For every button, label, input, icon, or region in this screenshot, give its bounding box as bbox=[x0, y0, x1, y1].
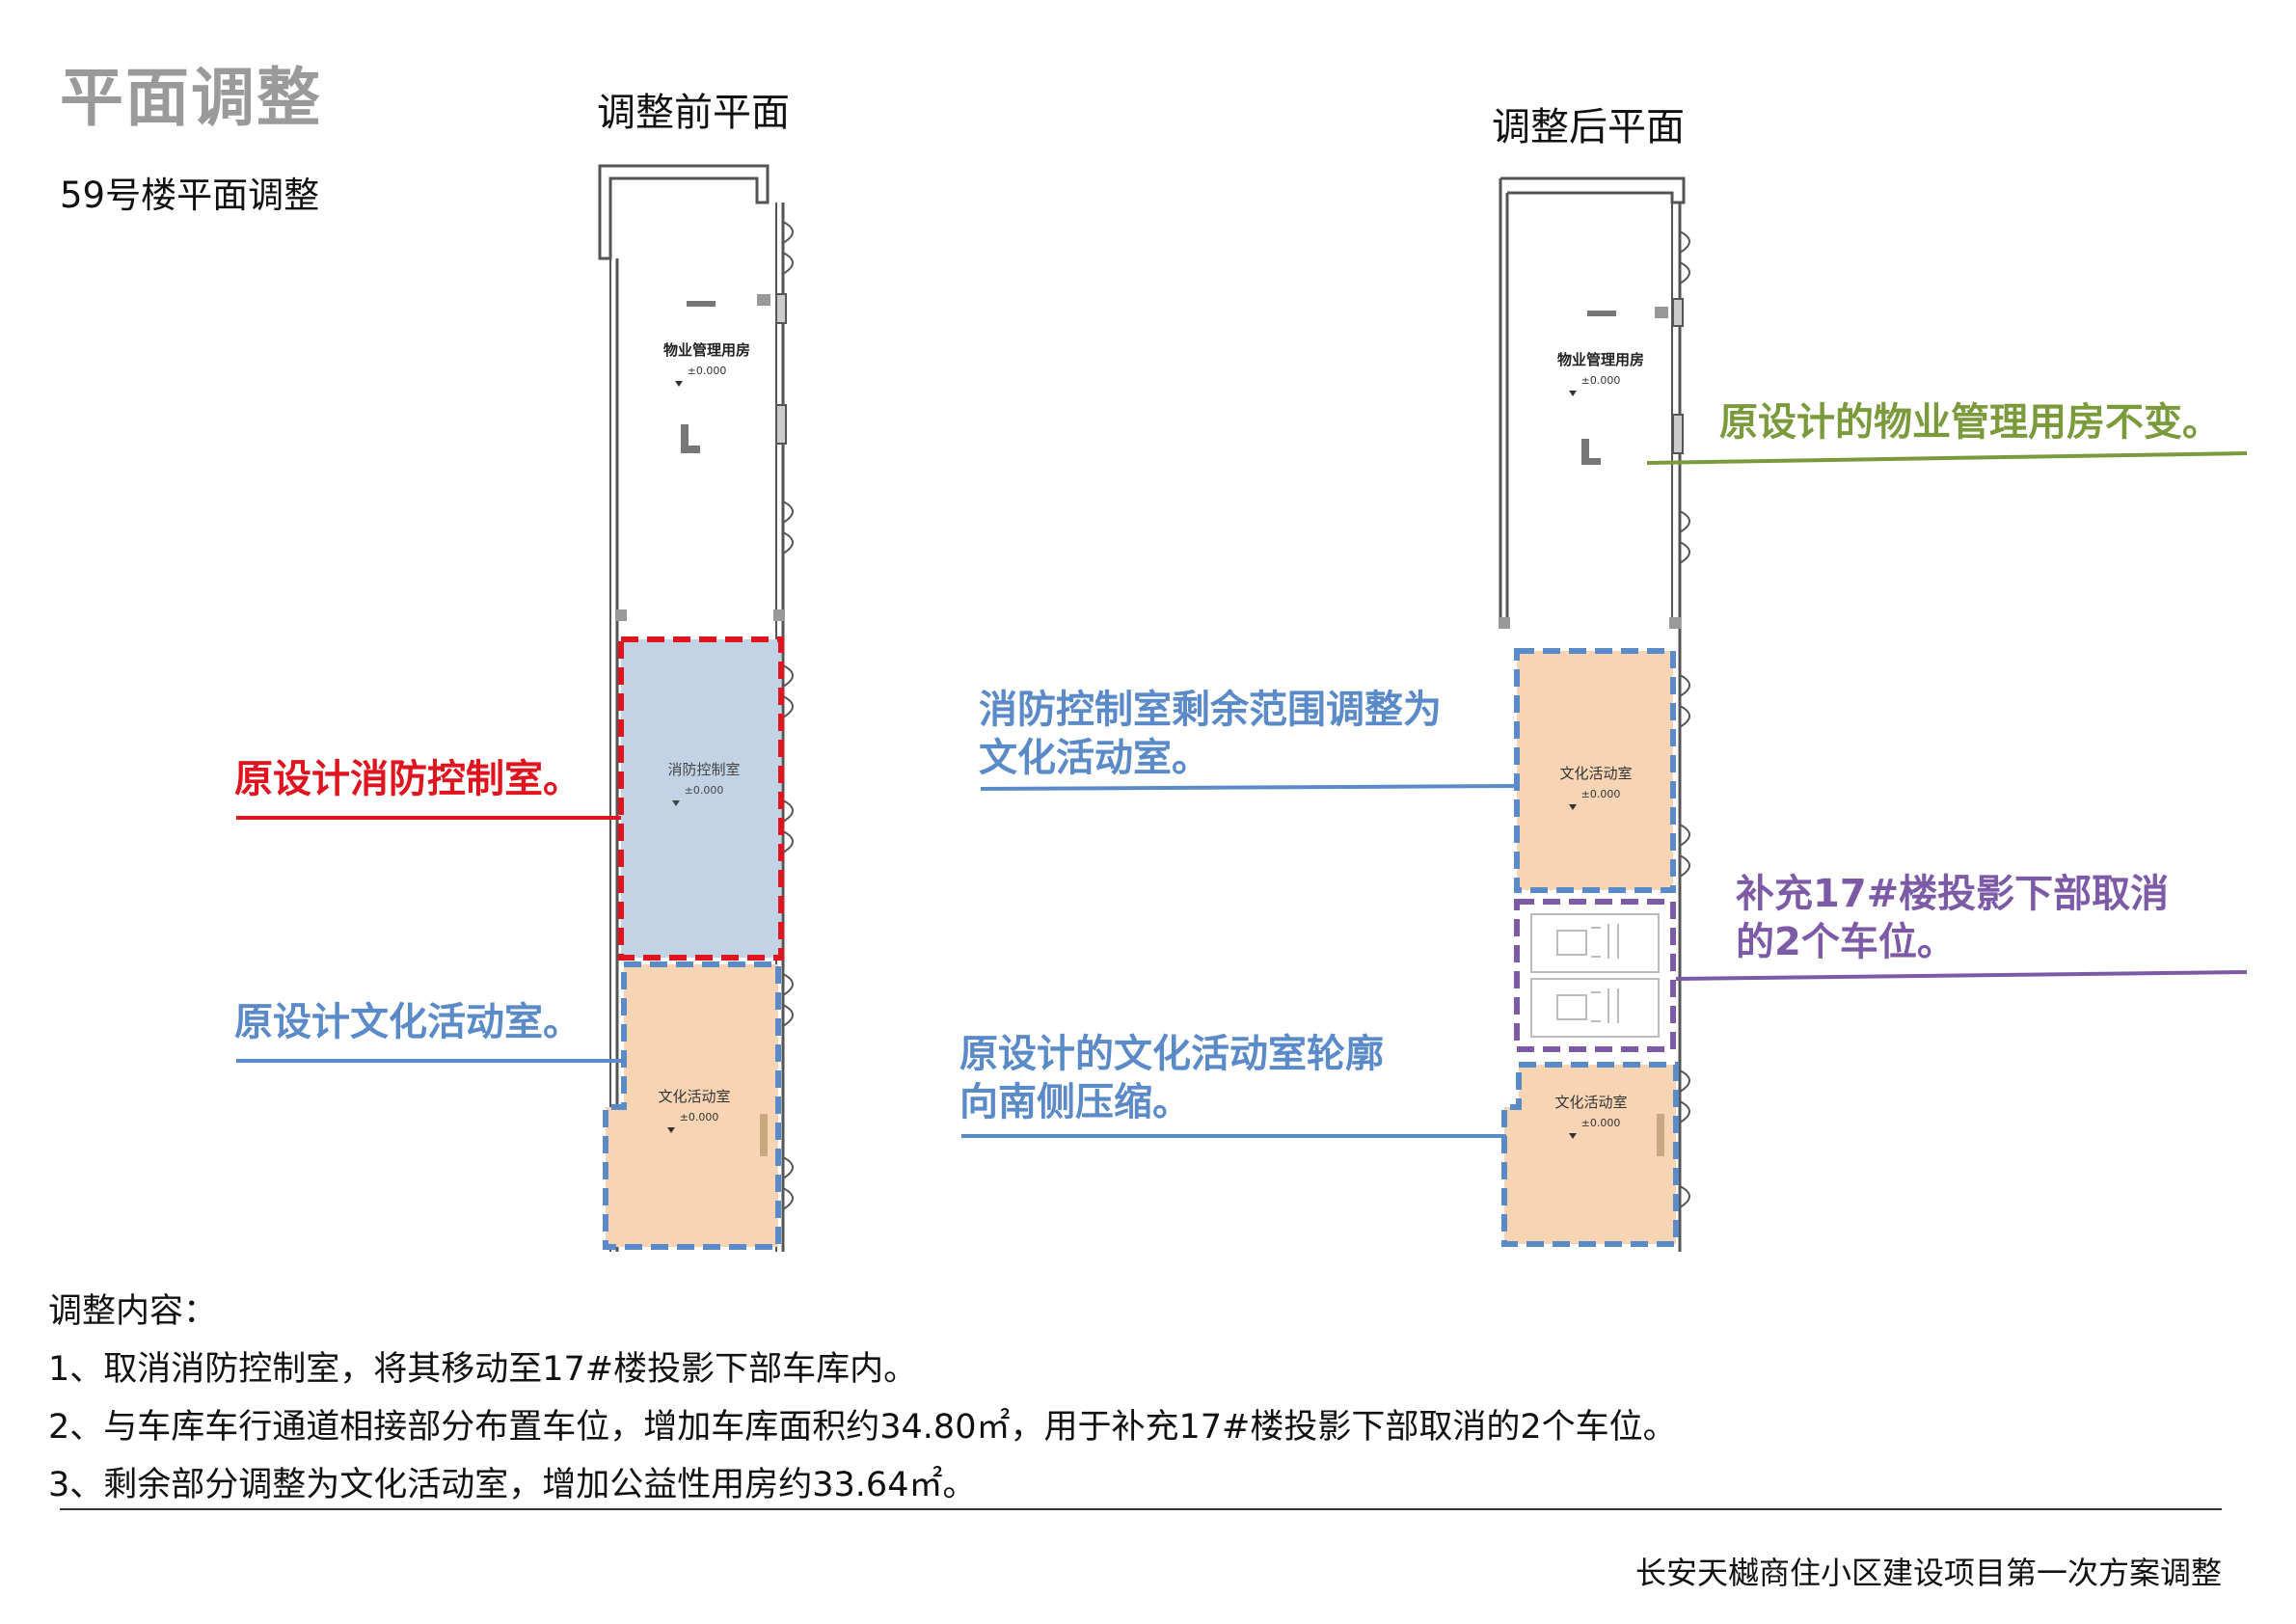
adjustment-notes: 调整内容： 1、取消消防控制室，将其移动至17#楼投影下部车库内。 2、与车库车… bbox=[48, 1283, 1677, 1514]
elevation-label: ±0.000 bbox=[1581, 374, 1621, 387]
elevation-label: ±0.000 bbox=[685, 784, 724, 797]
culture-room-after-lower bbox=[1501, 1062, 1679, 1247]
culture-room-after-upper bbox=[1514, 648, 1676, 893]
callout-original-culture-room: 原设计文化活动室。 bbox=[234, 1000, 581, 1044]
callout-remaining-to-culture: 消防控制室剩余范围调整为 文化活动室。 bbox=[979, 686, 1442, 782]
page-title: 平面调整 bbox=[60, 61, 322, 135]
callout-line: 消防控制室剩余范围调整为 bbox=[979, 688, 1442, 732]
elevation-label: ±0.000 bbox=[1581, 1117, 1621, 1129]
room-label-culture-before: 文化活动室 bbox=[658, 1088, 730, 1105]
fire-control-room-before bbox=[618, 636, 784, 961]
callout-line: 文化活动室。 bbox=[979, 736, 1210, 780]
callout-culture-outline-compressed: 原设计的文化活动室轮廓 向南侧压缩。 bbox=[959, 1030, 1384, 1126]
room-label-fire-before: 消防控制室 bbox=[667, 761, 740, 778]
notes-heading: 调整内容： bbox=[48, 1292, 218, 1331]
after-plan-caption: 调整后平面 bbox=[1492, 105, 1685, 149]
culture-room-before bbox=[603, 961, 781, 1250]
room-label-property-after: 物业管理用房 bbox=[1557, 351, 1644, 368]
before-plan-caption: 调整前平面 bbox=[597, 91, 790, 135]
leader-line-blue-remaining bbox=[980, 784, 1518, 791]
notes-item: 3、剩余部分调整为文化活动室，增加公益性用房约33.64㎡。 bbox=[48, 1466, 977, 1504]
callout-parking-supplement: 补充17#楼投影下部取消 的2个车位。 bbox=[1736, 870, 2169, 966]
room-label-culture-after-lower: 文化活动室 bbox=[1554, 1094, 1627, 1111]
elevation-label: ±0.000 bbox=[1581, 788, 1621, 800]
callout-original-fire-room: 原设计消防控制室。 bbox=[234, 757, 581, 801]
notes-item: 2、与车库车行通道相接部分布置车位，增加车库面积约34.80㎡，用于补充17#楼… bbox=[48, 1408, 1677, 1447]
leader-line-green bbox=[1646, 451, 2248, 465]
footer-divider bbox=[60, 1508, 2222, 1510]
callout-property-unchanged: 原设计的物业管理用房不变。 bbox=[1719, 400, 2221, 445]
elevation-label: ±0.000 bbox=[680, 1111, 719, 1123]
callout-line: 原设计的文化活动室轮廓 bbox=[959, 1032, 1384, 1076]
room-label-property-before: 物业管理用房 bbox=[663, 341, 750, 359]
callout-line: 的2个车位。 bbox=[1736, 920, 1956, 964]
parking-spaces bbox=[1514, 899, 1676, 1052]
page-subtitle: 59号楼平面调整 bbox=[60, 175, 320, 216]
footer-project-name: 长安天樾商住小区建设项目第一次方案调整 bbox=[1634, 1555, 2222, 1591]
elevation-label: ±0.000 bbox=[688, 365, 727, 377]
callout-line: 补充17#楼投影下部取消 bbox=[1736, 872, 2170, 916]
leader-line-purple bbox=[1675, 970, 2248, 981]
notes-item: 1、取消消防控制室，将其移动至17#楼投影下部车库内。 bbox=[48, 1350, 918, 1389]
room-label-culture-after-upper: 文化活动室 bbox=[1559, 765, 1632, 782]
after-plan bbox=[1499, 176, 1690, 1252]
callout-line: 向南侧压缩。 bbox=[959, 1080, 1191, 1124]
